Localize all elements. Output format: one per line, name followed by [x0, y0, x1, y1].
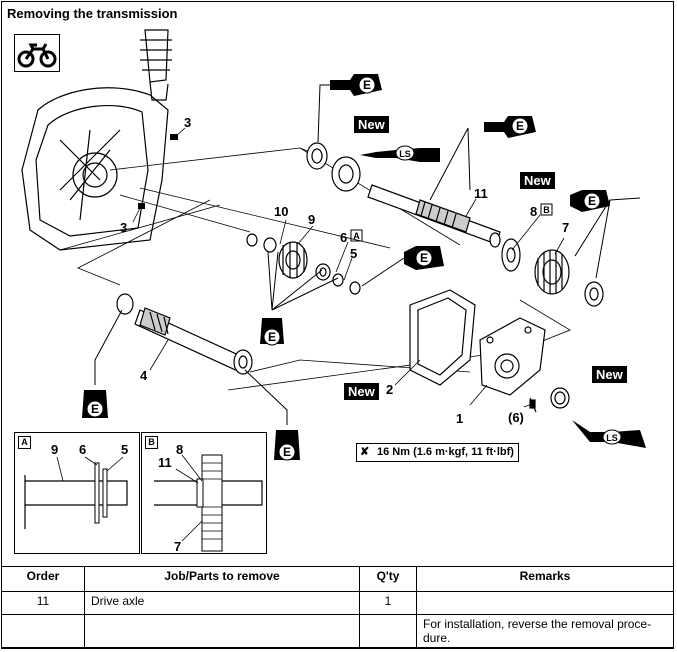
inset-a-drawing: 9 6 5: [24, 442, 128, 529]
svg-text:E: E: [420, 251, 428, 265]
gear-9: [246, 233, 361, 295]
row-qty: [359, 614, 417, 648]
bolt-3-lower: [138, 203, 145, 209]
svg-text:E: E: [283, 445, 291, 459]
inset-a: A 9 6 5: [14, 432, 140, 554]
svg-text:9: 9: [51, 442, 58, 457]
svg-text:6: 6: [79, 442, 86, 457]
row-remarks: For installation, reverse the removal pr…: [416, 614, 674, 648]
inset-b-drawing: 8 11 7: [154, 442, 263, 553]
oil-seal-top: [306, 142, 361, 192]
svg-text:E: E: [588, 194, 596, 208]
parts-table: Order Job/Parts to remove Q'ty Remarks 1…: [1, 566, 674, 648]
callout-3-upper: 3: [184, 115, 191, 130]
new-tag-oil-seal-cover: New: [592, 366, 627, 383]
leader-lines: [132, 127, 565, 408]
bolt-3-upper: [170, 134, 178, 140]
new-tag-gasket: New: [344, 383, 379, 400]
inset-a-key: A: [18, 436, 31, 449]
new-tag-oil-seal: New: [354, 116, 389, 133]
row-remarks: [416, 591, 674, 615]
svg-text:E: E: [268, 330, 276, 344]
table-header-row: Order Job/Parts to remove Q'ty Remarks: [1, 566, 674, 592]
table-row: 11 Drive axle 1: [1, 591, 674, 615]
header-remarks: Remarks: [416, 566, 674, 592]
engine-oil-icon-6: E: [82, 390, 108, 418]
lithium-grease-icon-2: LS: [572, 420, 646, 448]
gear-7: [501, 238, 604, 307]
key-a: A: [353, 231, 360, 241]
table-row: For installation, reverse the removal pr…: [1, 614, 674, 648]
callout-9: 9: [308, 212, 315, 227]
svg-text:E: E: [516, 119, 524, 133]
svg-text:LS: LS: [606, 433, 618, 443]
header-order: Order: [1, 566, 85, 592]
callout-11: 11: [474, 186, 488, 201]
svg-text:E: E: [91, 402, 99, 416]
svg-text:LS: LS: [399, 149, 411, 159]
callout-1: 1: [456, 411, 463, 426]
torque-spec: ✘ 16 Nm (1.6 m·kgf, 11 ft·lbf): [356, 443, 519, 462]
engine-oil-icon-3: E: [570, 190, 610, 212]
row-job: Drive axle: [84, 591, 360, 615]
svg-text:5: 5: [121, 442, 128, 457]
drive-axle: [367, 184, 501, 248]
key-b-box: [540, 203, 553, 216]
transmission-cover: [479, 317, 570, 413]
new-tag-circlip: New: [520, 172, 555, 189]
callout-5: 5: [350, 246, 357, 261]
lube-leaders: [94, 84, 641, 425]
callout-2: 2: [386, 382, 393, 397]
callout-3-lower: 3: [120, 220, 127, 235]
engine-oil-icon-7: E: [274, 430, 300, 461]
engine-oil-icon-4: E: [404, 246, 444, 270]
callout-8: 8: [530, 204, 537, 219]
inset-b: B 8 11 7: [141, 432, 267, 554]
lithium-grease-icon-1: LS: [360, 145, 440, 162]
engine-oil-icon-5: E: [260, 318, 284, 346]
key-a-box: [350, 229, 363, 242]
cover-gasket: [409, 289, 476, 386]
svg-text:E: E: [363, 78, 371, 92]
row-order: [1, 614, 85, 648]
callout-6: 6: [340, 230, 347, 245]
projection-lines: [59, 147, 571, 391]
section-title: Removing the transmission: [7, 6, 178, 21]
row-qty: 1: [359, 591, 417, 615]
row-job: [84, 614, 360, 648]
svg-text:8: 8: [176, 442, 183, 457]
header-job: Job/Parts to remove: [84, 566, 360, 592]
crankcase-housing: [21, 29, 172, 251]
svg-text:7: 7: [174, 539, 181, 553]
callout-10: 10: [274, 204, 288, 219]
main-axle: [116, 293, 253, 375]
key-b: B: [543, 205, 550, 215]
inset-b-key: B: [145, 436, 158, 449]
motorcycle-icon: [14, 34, 60, 72]
torque-spec-text: 16 Nm (1.6 m·kgf, 11 ft·lbf): [377, 446, 514, 458]
callout-7: 7: [562, 220, 569, 235]
exploded-diagram: E E E E E E E LS LS 3 3: [21, 29, 646, 461]
callout-6-paren: (6): [508, 410, 524, 425]
callout-4: 4: [140, 368, 148, 383]
engine-oil-icon-2: E: [484, 116, 536, 138]
row-order: 11: [1, 591, 85, 615]
wrench-icon: ✘: [360, 446, 370, 458]
header-qty: Q'ty: [359, 566, 417, 592]
engine-oil-icon-1: E: [330, 74, 382, 96]
svg-text:11: 11: [158, 455, 172, 470]
